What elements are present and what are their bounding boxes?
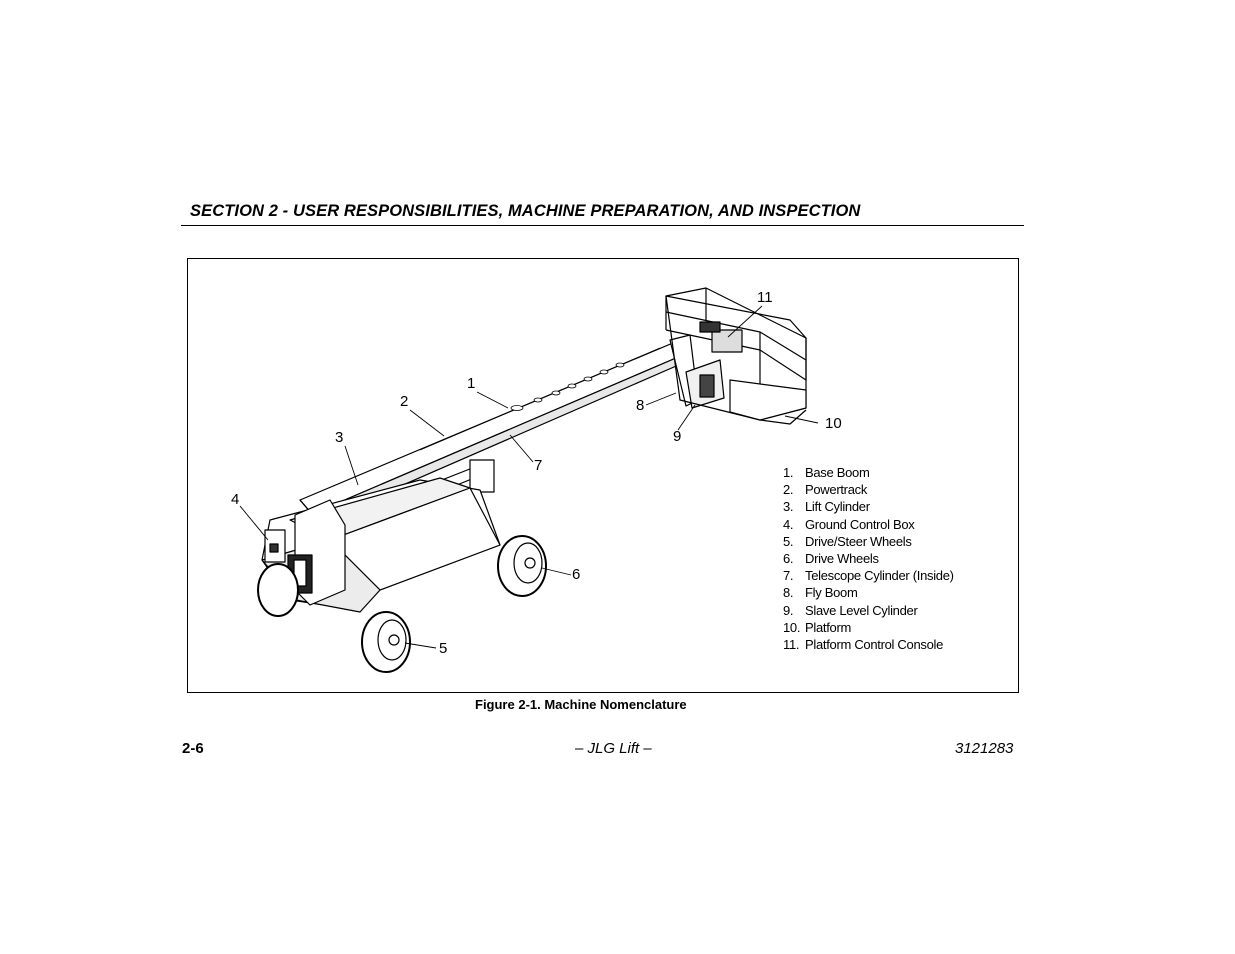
legend-item: 1.Base Boom [783,465,870,480]
legend-item: 4.Ground Control Box [783,516,915,532]
callout-4: 4 [231,491,240,508]
callout-5: 5 [439,640,448,657]
wheel-front-right [497,535,547,597]
callout-7: 7 [534,457,543,474]
figure-caption: Figure 2-1. Machine Nomenclature [475,697,687,712]
legend-item: 10.Platform [783,619,852,635]
legend-item: 3.Lift Cylinder [783,499,870,515]
callout-6: 6 [572,566,581,583]
header-rule [181,225,1024,226]
legend-item: 5.Drive/Steer Wheels [783,533,912,549]
legend-item: 7.Telescope Cylinder (Inside) [783,568,954,584]
legend-item: 2.Powertrack [783,482,868,498]
callout-3: 3 [335,429,344,446]
callout-11: 11 [757,289,773,306]
nomenclature-legend: 1.Base Boom 2.Powertrack 3.Lift Cylinder… [783,464,954,653]
wheel-front-left [361,611,411,673]
page-number: 2-6 [182,740,204,757]
document-number: 3121283 [955,740,1014,757]
wheel-rear-left [257,563,299,617]
legend-item: 9.Slave Level Cylinder [783,602,918,618]
callout-2: 2 [400,393,409,410]
legend-item: 8.Fly Boom [783,585,858,601]
legend-item: 6.Drive Wheels [783,550,879,566]
callout-9: 9 [673,428,682,445]
figure-frame [187,258,1019,693]
section-title: SECTION 2 - USER RESPONSIBILITIES, MACHI… [190,202,861,220]
callout-1: 1 [467,375,476,392]
platform-basket [665,287,807,425]
footer-center-text: – JLG Lift – [575,740,652,757]
legend-item: 11.Platform Control Console [783,636,944,652]
callout-8: 8 [636,397,645,414]
callout-10: 10 [825,415,842,432]
base-boom-shape [299,339,691,515]
